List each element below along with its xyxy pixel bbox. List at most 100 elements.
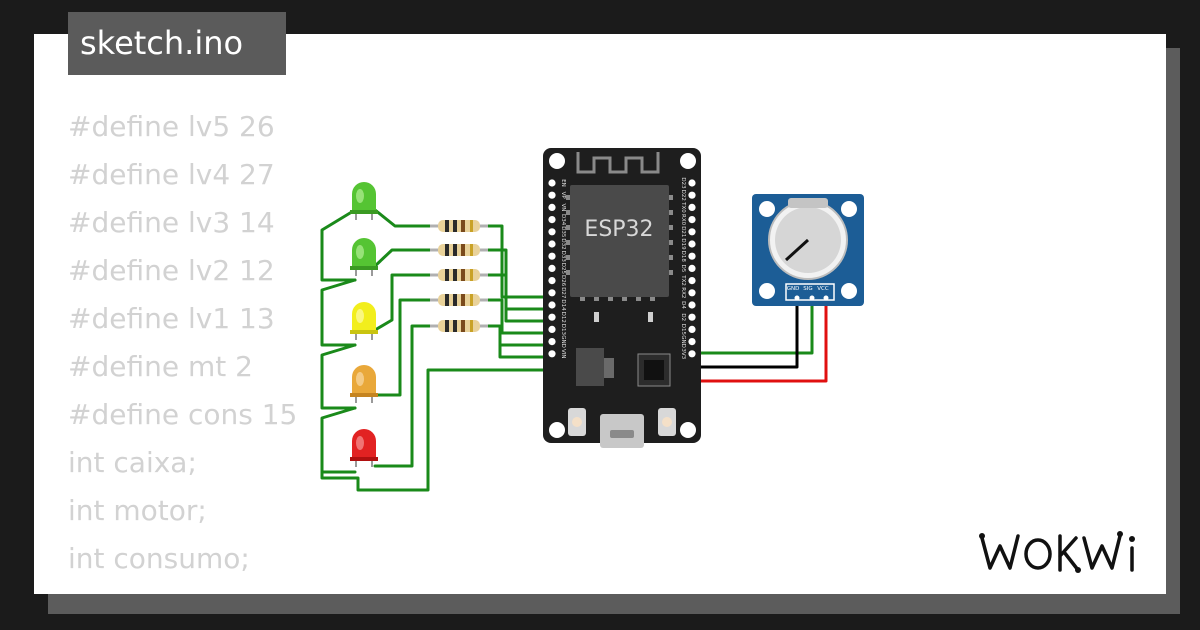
- pot-pin-label: SIG: [803, 286, 812, 292]
- pin-label: TX2: [680, 274, 686, 286]
- pin-3v3[interactable]: [688, 350, 696, 358]
- pin-label: D33: [560, 251, 566, 263]
- wire: [320, 368, 554, 492]
- pin-d12[interactable]: [548, 313, 556, 321]
- pin-en[interactable]: [548, 179, 556, 187]
- esp32-board[interactable]: ESP32 ENVPVND34D35D32D33D25D26D27D14D12D…: [543, 148, 701, 448]
- pin-label: VIN: [560, 349, 566, 359]
- pin-label: D4: [680, 301, 686, 309]
- code-line: #define mt 2: [68, 350, 253, 383]
- resistor: [430, 220, 488, 232]
- wires: [320, 208, 828, 492]
- pin-label: D12: [560, 312, 566, 323]
- wire: [320, 406, 357, 474]
- pin-tx2[interactable]: [688, 277, 696, 285]
- wokwi-logo[interactable]: [976, 522, 1148, 582]
- pin-vp[interactable]: [548, 191, 556, 199]
- led-yellow: [350, 302, 378, 340]
- code-line: #define lv5 26: [68, 110, 275, 143]
- pin-d18[interactable]: [688, 252, 696, 260]
- pin-d25[interactable]: [548, 264, 556, 272]
- wire: [373, 324, 432, 468]
- wire: [373, 208, 432, 228]
- left-pin-labels: ENVPVND34D35D32D33D25D26D27D14D12D13GNDV…: [560, 179, 566, 358]
- code-line: #define lv2 12: [68, 254, 275, 287]
- wire: [692, 296, 814, 355]
- chip-label: ESP32: [584, 217, 653, 242]
- pin-tx0[interactable]: [688, 203, 696, 211]
- wire: [486, 224, 554, 299]
- wire: [373, 273, 432, 332]
- pot-pin-label: GND: [787, 286, 800, 292]
- pin-label: D15: [680, 324, 686, 336]
- pin-label: VP: [560, 192, 566, 200]
- pin-d27[interactable]: [548, 289, 556, 297]
- pin-label: D18: [680, 251, 686, 263]
- code-preview: #define lv5 26 #define lv4 27 #define lv…: [68, 103, 297, 583]
- file-tab[interactable]: sketch.ino: [68, 12, 286, 75]
- pin-d33[interactable]: [548, 252, 556, 260]
- pin-label: D22: [680, 190, 686, 201]
- pin-vin[interactable]: [548, 350, 556, 358]
- pin-d34[interactable]: [548, 216, 556, 224]
- pin-d14[interactable]: [548, 301, 556, 309]
- led-red: [350, 429, 378, 467]
- pin-gnd[interactable]: [688, 338, 696, 346]
- pin-label: TX0: [680, 201, 686, 213]
- pin-label: D13: [560, 324, 566, 336]
- pin-label: D5: [680, 265, 686, 273]
- pin-d23[interactable]: [688, 179, 696, 187]
- file-tab-label: sketch.ino: [80, 24, 244, 62]
- resistor: [430, 294, 488, 306]
- pin-d2[interactable]: [688, 313, 696, 321]
- pin-d15[interactable]: [688, 325, 696, 333]
- pin-rx0[interactable]: [688, 216, 696, 224]
- wire: [692, 296, 799, 369]
- wire: [320, 278, 357, 347]
- pin-label: D19: [680, 238, 686, 250]
- pin-vn[interactable]: [548, 203, 556, 211]
- wire: [373, 298, 432, 397]
- pin-label: GND: [560, 335, 566, 348]
- code-line: #define lv1 13: [68, 302, 275, 335]
- pin-label: D26: [560, 275, 566, 287]
- pin-label: RX2: [680, 287, 686, 298]
- pin-d32[interactable]: [548, 240, 556, 248]
- pin-gnd[interactable]: [548, 338, 556, 346]
- pin-d5[interactable]: [688, 264, 696, 272]
- pin-d13[interactable]: [548, 325, 556, 333]
- wire: [373, 248, 432, 268]
- pin-label: EN: [560, 179, 566, 187]
- wire: [486, 298, 554, 335]
- code-line: #define lv3 14: [68, 206, 275, 239]
- pin-label: D34: [560, 214, 566, 226]
- pin-label: GND: [680, 335, 686, 348]
- pin-d35[interactable]: [548, 228, 556, 236]
- wire: [320, 208, 357, 282]
- pin-label: D25: [560, 263, 566, 275]
- code-line: #define lv4 27: [68, 158, 275, 191]
- pin-d22[interactable]: [688, 191, 696, 199]
- pin-d21[interactable]: [688, 228, 696, 236]
- pin-d4[interactable]: [688, 301, 696, 309]
- resistor: [430, 269, 488, 281]
- pot-pin-label: VCC: [817, 286, 829, 292]
- resistor: [430, 320, 488, 332]
- right-pin-labels: D23D22TX0RX0D21D19D18D5TX2RX2D4D2D15GND3…: [680, 177, 686, 359]
- wire: [486, 273, 554, 323]
- code-line: int motor;: [68, 494, 207, 527]
- led-green-1: [350, 182, 378, 220]
- led-orange: [350, 365, 378, 403]
- resistors: [430, 220, 488, 332]
- pin-label: D21: [680, 226, 686, 237]
- wire: [498, 343, 554, 359]
- pin-d26[interactable]: [548, 277, 556, 285]
- wire: [692, 296, 828, 383]
- pin-d19[interactable]: [688, 240, 696, 248]
- pin-label: RX0: [680, 214, 686, 226]
- pin-rx2[interactable]: [688, 289, 696, 297]
- code-line: #define cons 15: [68, 398, 298, 431]
